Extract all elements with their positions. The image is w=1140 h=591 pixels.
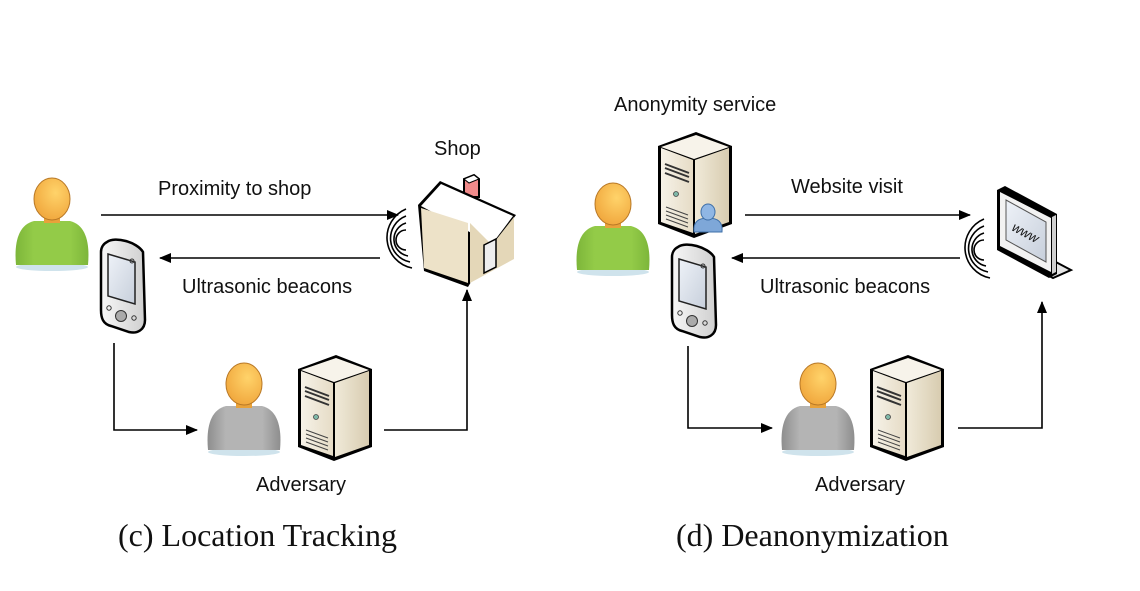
arrow-adversary-to-shop: [384, 289, 472, 431]
panel-location-tracking: [15, 173, 516, 462]
adversary-label: Adversary: [815, 474, 906, 496]
adversary-person-icon: [781, 362, 855, 457]
smartphone-icon: [670, 243, 718, 339]
adversary-server-icon: [297, 354, 373, 462]
user-icon: [15, 177, 89, 272]
adversary-server-icon: [869, 354, 945, 462]
adversary-person-icon: [207, 362, 281, 457]
smartphone-icon: [99, 238, 147, 334]
arrow-phone-to-adversary: [113, 343, 198, 435]
website-monitor-icon: www: [997, 186, 1074, 280]
website-visit-label: Website visit: [791, 176, 903, 198]
beacons-label: Ultrasonic beacons: [182, 276, 353, 298]
beacon-waves-icon: [964, 218, 991, 279]
caption-location-tracking: (c) Location Tracking: [118, 517, 398, 553]
arrow-adversary-to-website: [958, 301, 1047, 429]
arrow-phone-to-adversary: [687, 346, 773, 433]
user-icon: [576, 182, 650, 277]
adversary-label: Adversary: [256, 474, 347, 496]
caption-deanonymization: (d) Deanonymization: [676, 517, 949, 553]
shop-house-icon: [418, 173, 516, 287]
beacon-waves-icon: [386, 208, 413, 269]
shop-label: Shop: [434, 138, 481, 160]
anonymity-service-label: Anonymity service: [614, 94, 777, 116]
panel-deanonymization: www: [576, 131, 1074, 462]
proximity-label: Proximity to shop: [158, 178, 312, 200]
anonymity-server-icon: [657, 131, 733, 239]
anonymous-user-icon: [693, 203, 723, 233]
beacons-label: Ultrasonic beacons: [760, 276, 931, 298]
